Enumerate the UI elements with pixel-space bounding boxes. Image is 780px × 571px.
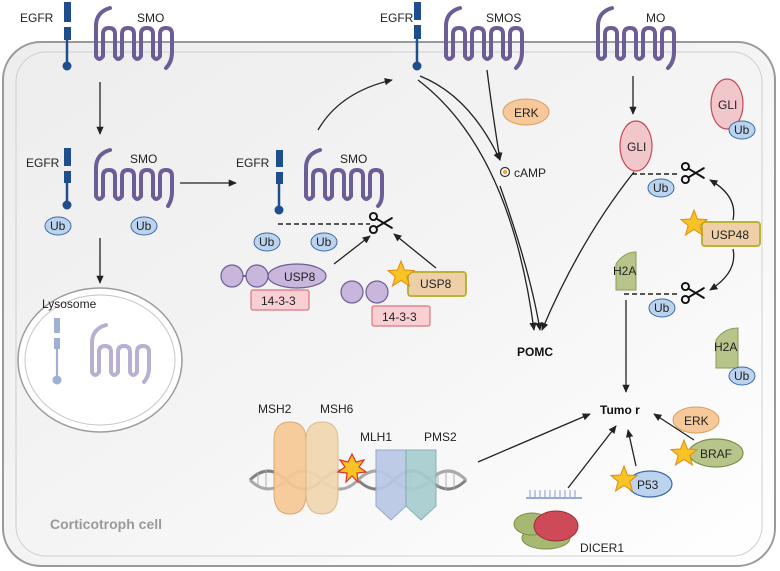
arrow-mmr-to-tumor (477, 413, 591, 463)
gli-nuclear (619, 120, 653, 172)
gli-label-2: GLI (718, 98, 737, 112)
cell-body (2, 41, 776, 567)
ub-label-6: Ub (653, 181, 669, 195)
smo-label-3: SMO (340, 152, 367, 166)
egfr-internalized (62, 148, 72, 210)
mutation-star-icon (679, 208, 709, 237)
msh6-label: MSH6 (320, 402, 354, 416)
usp8-mutant-complex (340, 271, 467, 327)
arrow-gli-to-pomc (541, 171, 635, 331)
tumor-label: Tumo r (600, 403, 640, 417)
ub-label-5: Ub (734, 123, 750, 137)
ub-badge (647, 178, 675, 198)
msh6-protein (305, 421, 339, 515)
p1433-label-1: 14-3-3 (261, 294, 296, 308)
egfr-label-4: EGFR (380, 11, 414, 25)
usp48-label: USP48 (711, 228, 749, 242)
arrow-dicer1-to-tumor (567, 425, 617, 489)
ub-badge (130, 216, 158, 236)
h2a-label-1: H2A (613, 264, 636, 278)
mutation-burst-icon (336, 452, 368, 484)
smos-label: SMOS (486, 11, 521, 25)
arrow-smo-to-camp (486, 69, 503, 161)
ub-badge (728, 366, 756, 386)
cell-membrane-inner (15, 51, 763, 557)
egfr-label-1: EGFR (20, 11, 54, 25)
erk-badge-bottom (672, 406, 720, 434)
h2a-label-2: H2A (714, 340, 737, 354)
ub-label-8: Ub (734, 369, 750, 383)
smo-internalized (94, 148, 174, 208)
msh2-label: MSH2 (258, 402, 292, 416)
ub-badge (648, 298, 676, 318)
h2a-shape-1 (615, 251, 637, 291)
egfr-label-2: EGFR (26, 156, 60, 170)
ub-label-1: Ub (50, 219, 66, 233)
usp8-label-1: USP8 (284, 270, 316, 284)
cell-type-label: Corticotroph cell (50, 516, 162, 532)
lysosome-label: Lysosome (42, 297, 97, 311)
erk-label-1: ERK (514, 106, 539, 120)
arrow-braf-to-tumor (653, 413, 695, 441)
arrow-egfr-to-pomc (417, 79, 537, 331)
smo-label-1: SMO (137, 11, 164, 25)
h2a-shape-2 (715, 327, 739, 369)
smo-receptor-top-left (94, 6, 174, 70)
pomc-label: POMC (517, 345, 553, 359)
ub-badge (728, 120, 756, 140)
arrow-usp8-wt (333, 235, 371, 265)
arrow-p53-to-tumor (626, 429, 637, 467)
dicer1-label: DICER1 (580, 541, 624, 555)
arrow-camp-to-pomc (499, 185, 543, 331)
p53-label: P53 (637, 478, 659, 492)
ub-badge (44, 216, 72, 236)
egfr-deubiquitinated (274, 150, 284, 215)
p1433-label-2: 14-3-3 (382, 310, 417, 324)
mlh1-label: MLH1 (360, 430, 392, 444)
egfr-membrane-center (412, 2, 422, 71)
usp8-wildtype-complex (220, 263, 327, 311)
gli-cytoplasmic (710, 78, 744, 130)
arrow-recycling (317, 78, 393, 131)
smo-deubiquitinated (304, 148, 384, 208)
ub-label-2: Ub (136, 219, 152, 233)
egfr-label-3: EGFR (236, 156, 270, 170)
arrow-usp8-mutant (393, 233, 437, 269)
braf-label: BRAF (700, 447, 732, 461)
mutation-star-icon (609, 464, 639, 493)
mutation-star-icon (669, 438, 699, 467)
pms2-protein (405, 449, 437, 521)
mutation-star-icon (386, 259, 416, 288)
mo-label: MO (646, 11, 665, 25)
camp-label: cAMP (514, 166, 546, 180)
smo-membrane-right (596, 6, 676, 70)
arrow-egfr-to-camp (419, 75, 501, 161)
ub-label-4: Ub (316, 235, 332, 249)
ub-label-3: Ub (259, 235, 275, 249)
pms2-label: PMS2 (424, 430, 457, 444)
ub-badge (253, 232, 281, 252)
erk-badge-top (502, 98, 550, 126)
ub-badge (310, 232, 338, 252)
msh2-protein (273, 421, 307, 515)
smo-membrane-center (444, 6, 524, 70)
egfr-degraded (52, 318, 62, 385)
dicer1-complex (513, 490, 582, 550)
erk-label-2: ERK (684, 414, 709, 428)
usp8-label-2: USP8 (420, 277, 452, 291)
egfr-receptor-top-left (62, 2, 72, 71)
arrow-usp48-to-gli (709, 179, 735, 221)
gli-label-1: GLI (627, 140, 646, 154)
lysosome-inner (24, 294, 176, 426)
ub-label-7: Ub (654, 301, 670, 315)
smo-label-2: SMO (130, 152, 157, 166)
mlh1-protein (375, 449, 407, 521)
smo-degraded (90, 323, 151, 384)
arrow-usp48-to-h2a (709, 248, 735, 291)
